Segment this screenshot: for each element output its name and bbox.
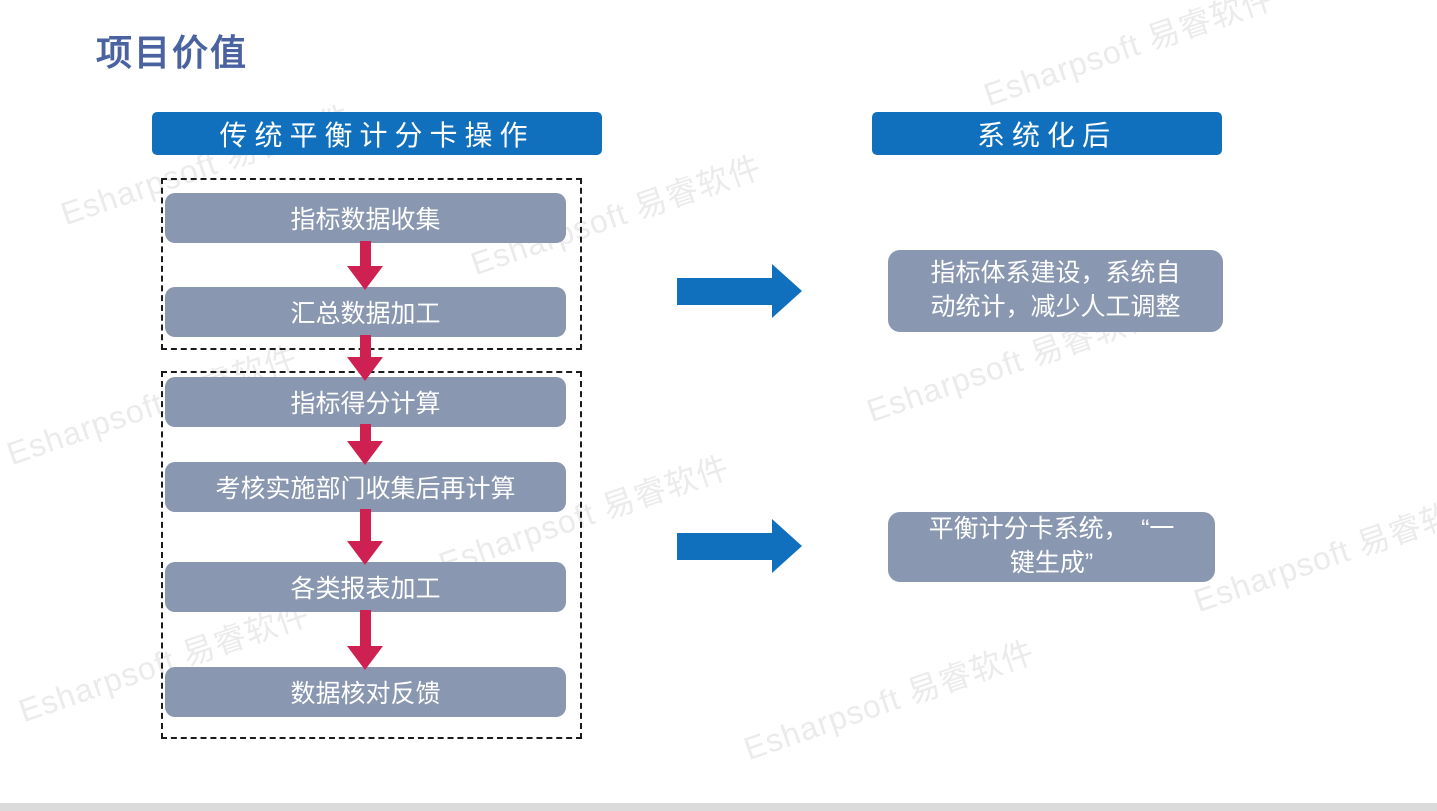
arrow-head <box>347 441 383 465</box>
flow-step-box: 各类报表加工 <box>165 562 566 612</box>
arrow-right-icon <box>677 264 802 318</box>
arrow-down-icon <box>347 424 383 465</box>
arrow-head <box>347 541 383 565</box>
watermark-text: Esharpsoft 易睿软件 <box>1189 485 1437 620</box>
arrow-down-icon <box>347 610 383 670</box>
arrow-down-icon <box>347 241 383 290</box>
watermark-text: Esharpsoft 易睿软件 <box>979 0 1280 114</box>
arrow-head <box>347 646 383 670</box>
arrow-shaft <box>359 335 371 357</box>
result-box: 指标体系建设，系统自 动统计，减少人工调整 <box>888 250 1223 332</box>
arrow-shaft <box>359 424 371 441</box>
arrow-down-icon <box>347 335 383 381</box>
arrow-shaft <box>677 277 772 305</box>
left-column-header: 传统平衡计分卡操作 <box>152 112 602 155</box>
arrow-head <box>347 357 383 381</box>
arrow-shaft <box>359 509 371 541</box>
flow-step-box: 指标得分计算 <box>165 377 566 427</box>
flow-step-box: 数据核对反馈 <box>165 667 566 717</box>
result-box: 平衡计分卡系统， “一 键生成” <box>888 512 1215 582</box>
arrow-head <box>772 519 802 573</box>
flow-step-box: 考核实施部门收集后再计算 <box>165 462 566 512</box>
page-title: 项目价值 <box>96 32 249 73</box>
arrow-shaft <box>359 610 371 646</box>
arrow-right-icon <box>677 519 802 573</box>
arrow-shaft <box>677 532 772 560</box>
right-column-header: 系统化后 <box>872 112 1222 155</box>
arrow-down-icon <box>347 509 383 565</box>
bottom-divider-line <box>0 803 1437 811</box>
dashed-group-frame <box>161 178 582 350</box>
arrow-head <box>772 264 802 318</box>
watermark-text: Esharpsoft 易睿软件 <box>739 633 1040 768</box>
flow-step-box: 指标数据收集 <box>165 193 566 243</box>
arrow-shaft <box>359 241 371 266</box>
arrow-head <box>347 266 383 290</box>
flow-step-box: 汇总数据加工 <box>165 287 566 337</box>
